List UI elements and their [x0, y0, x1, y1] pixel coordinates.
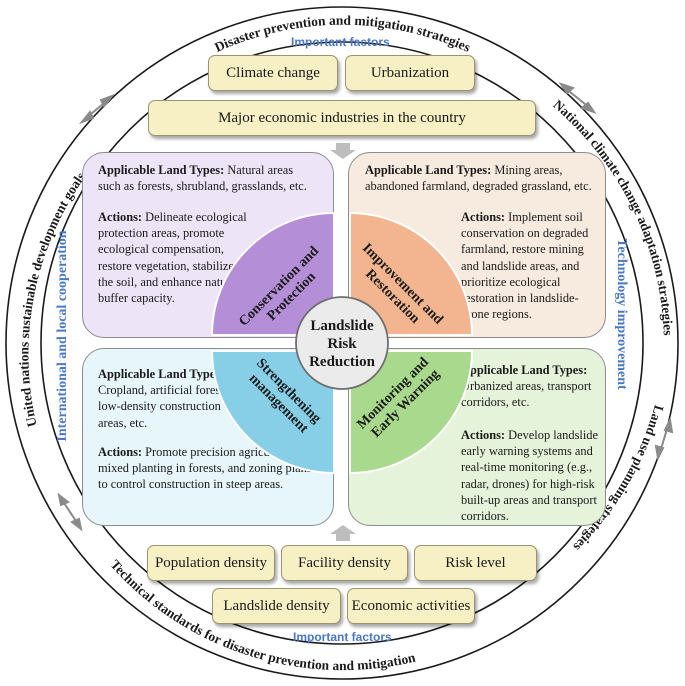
br-actions-label: Actions:: [461, 428, 506, 442]
tl-actions-text: Delineate ecological protection areas, p…: [98, 210, 247, 306]
factor-facility-density: Facility density: [281, 545, 408, 581]
flow-arrows: [330, 143, 356, 541]
center-line-1: Landslide: [310, 318, 374, 334]
bl-actions-label: Actions:: [98, 445, 143, 459]
bottom-factors-heading: Important factors: [293, 630, 392, 644]
br-actions-text: Develop landslide early warning systems …: [461, 428, 598, 524]
outer-ring: [5, 6, 679, 680]
tr-actions-text: Implement soil conservation on degraded …: [461, 210, 589, 322]
bl-types-label: Applicable Land Types:: [98, 367, 225, 381]
text-br-actions: Actions: Develop landslide early warning…: [461, 427, 599, 524]
factor-landslide-density: Landslide density: [212, 588, 341, 624]
tr-actions-label: Actions:: [461, 210, 506, 224]
text-tr-actions: Actions: Implement soil conservation on …: [461, 209, 599, 322]
tl-types-label: Applicable Land Types:: [98, 163, 225, 177]
br-types-label: Applicable Land Types:: [461, 363, 588, 377]
text-bl-actions: Actions: Promote precision agriculture, …: [98, 444, 320, 493]
factor-urbanization: Urbanization: [345, 55, 475, 91]
double-arrow-icon: [654, 416, 674, 462]
text-tl-types: Applicable Land Types: Natural areas suc…: [98, 162, 318, 194]
factor-economic-activities: Economic activities: [347, 588, 475, 624]
factor-population-density: Population density: [147, 545, 275, 581]
ring-label-left: United nations sustainable development g…: [16, 169, 88, 428]
text-bl-types: Applicable Land Types: Cropland, artific…: [98, 366, 234, 431]
down-arrow-icon: [330, 143, 356, 159]
factor-major-economic-industries: Major economic industries in the country: [148, 100, 536, 136]
tl-actions-label: Actions:: [98, 210, 143, 224]
factor-risk-level: Risk level: [414, 545, 537, 581]
center-line-3: Reduction: [309, 354, 375, 370]
text-br-types: Applicable Land Types: Urbanized areas, …: [461, 362, 599, 411]
up-arrow-icon: [330, 525, 356, 541]
top-factors-heading: Important factors: [291, 35, 390, 49]
text-tl-actions: Actions: Delineate ecological protection…: [98, 209, 248, 306]
center-line-2: Risk: [327, 336, 357, 352]
inner-ring: [40, 41, 644, 645]
double-arrow-icon: [558, 82, 597, 114]
tr-types-label: Applicable Land Types:: [365, 163, 492, 177]
double-arrow-icon: [57, 492, 83, 532]
tl-types-text: Natural areas such as forests, shrubland…: [98, 163, 307, 194]
center-label: Landslide Risk Reduction: [296, 317, 388, 371]
double-arrow-icon: [78, 93, 116, 125]
tr-types-text: Mining areas, abandoned farmland, degrad…: [365, 163, 592, 194]
factor-climate-change: Climate change: [208, 55, 338, 91]
bl-types-text: Cropland, artificial forests, low-densit…: [98, 383, 232, 430]
ring-arrows: [57, 82, 674, 532]
text-tr-types: Applicable Land Types: Mining areas, aba…: [365, 162, 593, 194]
side-label-right: Technology improvement: [614, 238, 629, 390]
br-types-text: Urbanized areas, transport corridors, et…: [461, 379, 592, 410]
side-label-left: International and local cooperation: [55, 230, 70, 442]
